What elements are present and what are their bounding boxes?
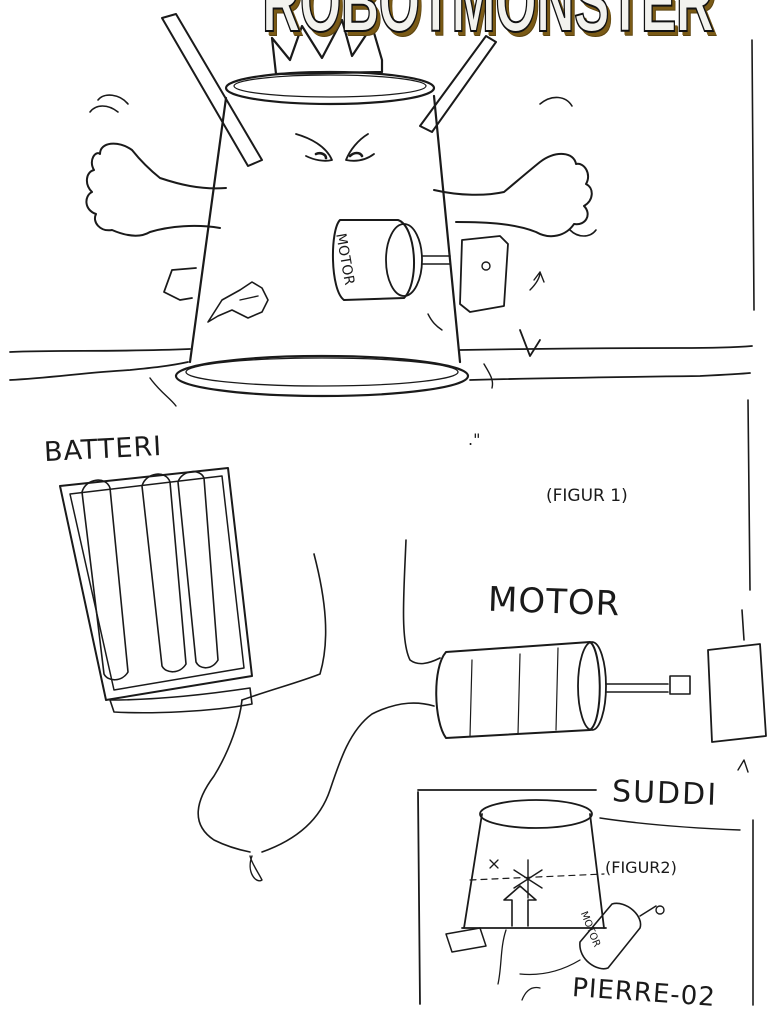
label-batteri: BATTERI xyxy=(43,431,163,468)
label-motor: MOTOR xyxy=(487,580,621,625)
robot-figure xyxy=(86,14,596,406)
hat-rim xyxy=(226,72,434,104)
figure2 xyxy=(418,790,740,1004)
shaft-box xyxy=(460,236,508,312)
page-border-lines xyxy=(742,40,754,1005)
motor-block xyxy=(708,644,766,742)
label-figur1: (FIGUR 1) xyxy=(546,486,628,506)
label-figur2: (FIGUR2) xyxy=(605,858,677,877)
hand-right xyxy=(434,154,592,236)
hand-left xyxy=(86,144,226,236)
side-tab xyxy=(164,268,196,300)
horizontal-divider xyxy=(10,330,752,380)
battery-pack xyxy=(60,468,434,881)
page-title: ROBOTMONSTER xyxy=(262,0,553,44)
robot-base xyxy=(176,356,468,396)
label-quote-mark: ." xyxy=(468,430,480,449)
small-switch xyxy=(446,928,486,952)
motor-drawing xyxy=(404,540,767,772)
switch xyxy=(208,282,268,322)
label-suddi: SUDDI xyxy=(611,774,718,813)
antenna-left xyxy=(162,14,262,166)
